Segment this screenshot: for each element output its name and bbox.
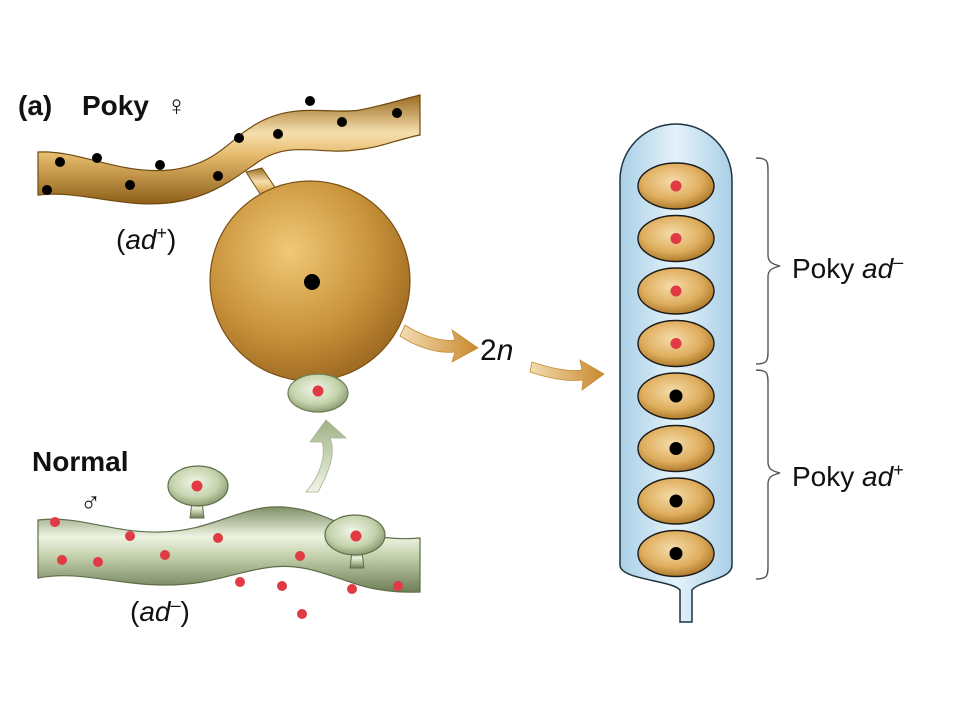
ascospore-nucleus: [670, 338, 682, 349]
protoperithecium-nucleus: [304, 274, 320, 290]
female-symbol: ♀: [166, 90, 187, 121]
fertilizing-conidium: [287, 373, 349, 413]
normal-hypha: [37, 465, 421, 619]
female-genotype: (ad+): [116, 223, 176, 255]
male-genotype: (ad–): [130, 595, 190, 627]
bracket-upper: [755, 157, 781, 365]
female-strain-label: Poky: [82, 90, 149, 121]
ascospore-nucleus: [669, 547, 683, 560]
ascospores: [637, 162, 715, 578]
ascospore-nucleus: [670, 180, 682, 192]
male-strain-label: Normal: [32, 446, 128, 477]
panel-label: (a): [18, 90, 52, 121]
arrow-to-ascus: [529, 359, 605, 391]
ascospore-nucleus: [669, 442, 683, 455]
poky-hypha-nuclei: [42, 96, 402, 195]
protoperithecium: [209, 180, 411, 382]
ascus-group-upper-label: Poky ad–: [792, 252, 903, 284]
arrow-to-zygote: [399, 324, 479, 363]
ascus: [619, 123, 733, 623]
upward-arrow: [305, 419, 348, 493]
zygote-ploidy-label: 2n: [480, 334, 513, 367]
ascospore-nucleus: [670, 233, 682, 244]
ascospore-nucleus: [669, 389, 683, 403]
poky-hypha: [37, 94, 421, 207]
bracket-lower: [755, 369, 781, 580]
ascospore-nucleus: [670, 285, 682, 297]
normal-hypha-nuclei: [50, 517, 403, 619]
male-symbol: ♂: [80, 487, 101, 518]
ascus-group-lower-label: Poky ad+: [792, 460, 904, 492]
ascospore-nucleus: [669, 494, 683, 508]
